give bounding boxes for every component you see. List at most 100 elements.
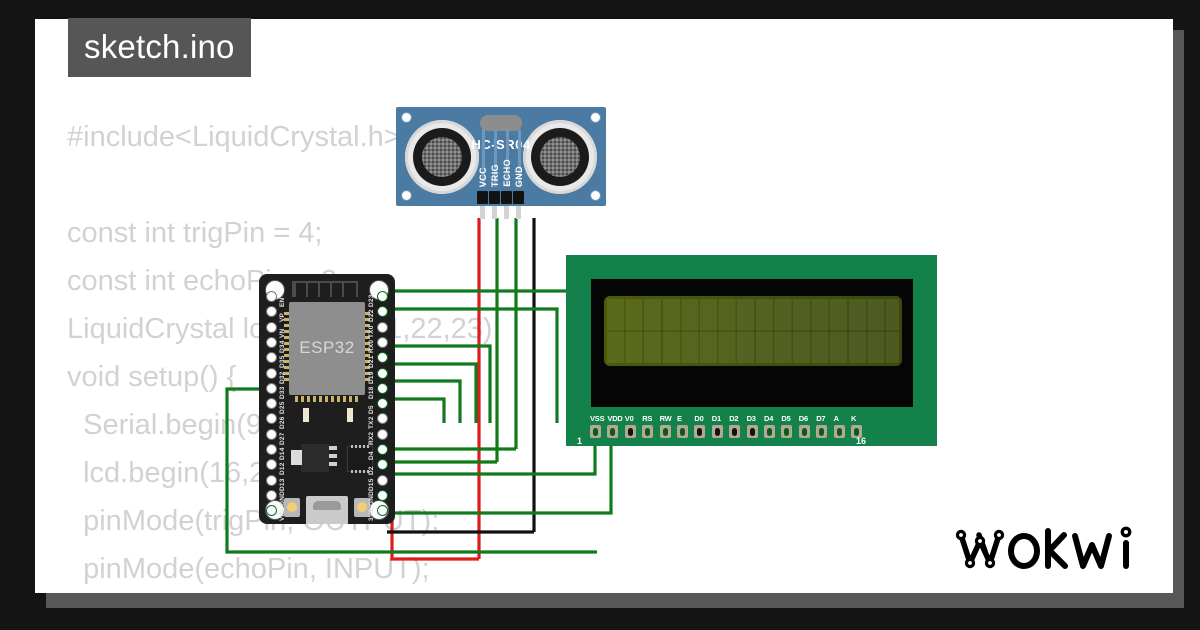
esp32-pin-d25[interactable] (266, 398, 277, 410)
hc-sr04-pin-trig[interactable] (489, 191, 500, 204)
transducer-mesh-icon (540, 137, 580, 177)
esp32-pin-tx0[interactable] (377, 321, 388, 333)
lcd-pin-hole-icon (767, 428, 772, 436)
lcd-pin-number-first: 1 (577, 436, 583, 446)
capacitor (347, 408, 353, 422)
esp32-pin-d33[interactable] (266, 382, 277, 394)
wokwi-logo (955, 526, 1132, 569)
esp32-pin-d19[interactable] (377, 367, 388, 379)
lcd-pin-d0[interactable] (694, 425, 706, 438)
hc-sr04-leg (492, 204, 497, 219)
lcd-pin-label: A (833, 414, 839, 423)
hc-sr04-leg (504, 204, 509, 219)
wire-vin-to-lcd-a (225, 387, 597, 554)
lcd-pin-hole-icon (836, 428, 842, 436)
esp32-pin-3v3[interactable] (377, 505, 388, 517)
lcd-pin-a[interactable] (833, 425, 845, 438)
esp32-pin-rx0[interactable] (377, 336, 388, 348)
pcb-trace (506, 129, 509, 187)
lcd-pin-rw[interactable] (659, 425, 671, 438)
esp32-pin-d21[interactable] (377, 352, 388, 364)
editor-file-tab[interactable]: sketch.ino (68, 18, 251, 77)
lcd-pin-hole-icon (854, 428, 859, 436)
lcd-pin-d2[interactable] (729, 425, 741, 438)
module-pads-left (284, 312, 289, 384)
wokwi-diagram-canvas[interactable]: #include<LiquidCrystal.h>const int trigP… (35, 19, 1173, 593)
hc-sr04-leg (516, 204, 521, 219)
lcd-pin-d3[interactable] (746, 425, 758, 438)
esp32-pin-d13[interactable] (266, 474, 277, 486)
esp32-module-shield: ESP32 (289, 302, 365, 395)
esp32-pin-tx2[interactable] (377, 413, 388, 425)
lcd-pin-label: VDD (607, 414, 623, 423)
esp32-pin-gnd[interactable] (266, 489, 277, 501)
lcd-pin-hole-icon (819, 428, 825, 436)
hc-sr04-pin-echo[interactable] (501, 191, 512, 204)
lcd-pin-d4[interactable] (764, 425, 775, 438)
esp32-pin-d26[interactable] (266, 413, 277, 425)
lcd-pin-hole-icon (610, 428, 616, 436)
lcd-pin-d1[interactable] (711, 425, 723, 438)
hc-sr04-pin-vcc[interactable] (477, 191, 488, 204)
esp32-pin-d27[interactable] (266, 428, 277, 440)
lcd-pin-d7[interactable] (816, 425, 828, 438)
wire-d5-to-lcd-rs (387, 397, 446, 423)
wire-d22-to-lcd-d6 (387, 307, 559, 423)
lcd-pin-label: RW (659, 414, 672, 423)
hc-sr04-silkscreen-label: HC-SR04 (471, 137, 531, 152)
esp32-pin-gnd[interactable] (377, 489, 388, 501)
usb-connector (306, 496, 348, 524)
lcd-pin-v0[interactable] (624, 425, 636, 438)
hc-sr04-legs (35, 19, 1173, 593)
esp32-pin-d14[interactable] (266, 444, 277, 455)
crystal-oscillator (480, 115, 522, 131)
hc-sr04-pin-gnd[interactable] (513, 191, 524, 204)
hc-sr04-pin-label: ECHO (502, 159, 512, 187)
lcd-pin-rs[interactable] (642, 425, 654, 438)
lcd-pin-vss[interactable] (590, 425, 601, 438)
esp32-pin-d12[interactable] (266, 459, 277, 471)
esp32-pin-d2[interactable] (377, 459, 388, 471)
pcb-trace (518, 129, 521, 187)
esp32-pin-vp[interactable] (266, 306, 277, 318)
esp32-pin-vn[interactable] (266, 321, 277, 333)
esp32-pin-d15[interactable] (377, 474, 388, 486)
enable-button[interactable] (354, 498, 370, 517)
esp32-pin-d35[interactable] (266, 352, 277, 364)
esp32-pin-vin[interactable] (266, 505, 277, 517)
lcd-pin-hole-icon (627, 428, 633, 436)
lcd-pin-label: D6 (798, 414, 808, 423)
lcd-pin-label: D3 (746, 414, 756, 423)
esp32-pin-label: VIN (279, 509, 286, 522)
lcd-pin-d6[interactable] (798, 425, 810, 438)
module-pads-bottom (295, 396, 361, 402)
esp32-pin-en[interactable] (266, 291, 277, 302)
esp32-pin-d18[interactable] (377, 382, 388, 394)
voltage-regulator (291, 444, 337, 472)
esp32-pin-d32[interactable] (266, 367, 277, 379)
esp32-pin-d23[interactable] (377, 291, 388, 302)
transducer-mesh-icon (422, 137, 462, 177)
lcd-pin-k[interactable] (851, 425, 862, 438)
lcd-pin-vdd[interactable] (607, 425, 619, 438)
lcd-pin-hole-icon (801, 428, 807, 436)
lcd-pin-hole-icon (749, 428, 755, 436)
esp32-pin-d22[interactable] (377, 306, 388, 318)
mount-hole-icon (590, 112, 601, 123)
transducer-left (405, 120, 479, 194)
lcd-pin-label: VSS (590, 414, 605, 423)
lcd-pin-d5[interactable] (781, 425, 793, 438)
esp32-pin-rx2[interactable] (377, 428, 388, 440)
hc-sr04-pin-label: GND (514, 165, 524, 187)
esp32-pin-d5[interactable] (377, 398, 388, 410)
esp32-pin-d4[interactable] (377, 444, 388, 455)
lcd-pin-e[interactable] (677, 425, 688, 438)
lcd-pin-hole-icon (680, 428, 685, 436)
boot-button[interactable] (284, 498, 300, 517)
esp32-pin-d34[interactable] (266, 336, 277, 348)
hc-sr04-pin-label: TRIG (490, 163, 500, 187)
lcd-pin-label: D1 (711, 414, 721, 423)
